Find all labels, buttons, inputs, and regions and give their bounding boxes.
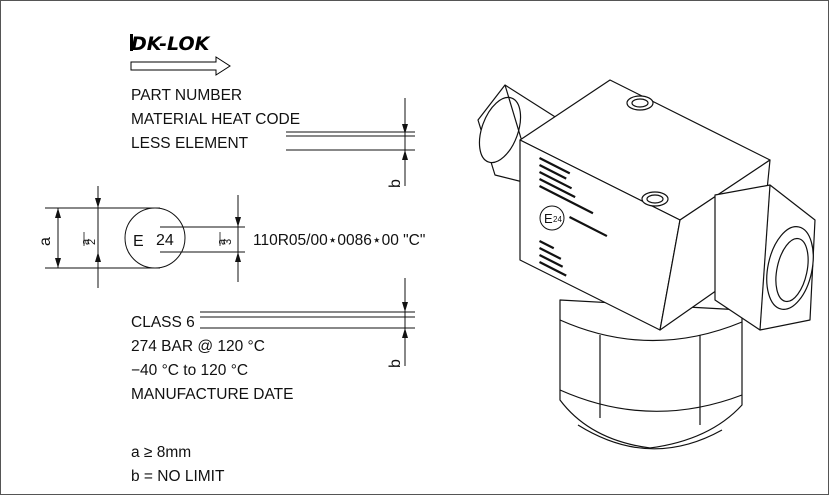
dimension-b-top: b [387,179,404,188]
approval-symbol-letter: E [133,233,144,250]
dimension-arrow [402,150,408,160]
fraction-a-half: a 2 [80,232,98,246]
right-port-inner [775,237,809,303]
stamp-line [539,254,564,268]
bonnet-body [559,299,743,449]
approval-code: 110R05/00⋆0086⋆00 "C" [253,232,425,249]
bonnet-edge [559,319,743,342]
fraction-numerator: a [80,238,92,245]
part-stamp-letter: E [544,211,553,226]
stamp-line [539,177,576,199]
marking-block-bottom: CLASS 6 274 BAR @ 120 °C −40 °C to 120 °… [131,278,415,403]
bonnet-chamfer [577,424,723,450]
fraction-denominator: 2 [86,239,98,245]
part-stamp-circle [539,205,565,231]
fraction-a-third: a 3 [216,232,234,246]
marking-block-top: PART NUMBER MATERIAL HEAT CODE LESS ELEM… [131,87,415,188]
stamp-line [539,164,567,180]
fraction-numerator: a [216,238,228,245]
dimension-arrow [55,258,61,268]
marking-block-middle: a a 2 E 24 a 3 110R05/00⋆0086⋆00 "C" [37,186,425,288]
label-material-heat-code: MATERIAL HEAT CODE [131,111,300,128]
label-manufacture-date: MANUFACTURE DATE [131,386,293,403]
filter-body-illustration: E 24 [477,79,816,450]
brand-logo: DK-LOK [130,33,231,76]
part-stamp-number: 24 [553,215,562,224]
label-part-number: PART NUMBER [131,87,242,104]
bonnet-edge [559,389,743,412]
label-temperature: −40 °C to 120 °C [131,362,248,379]
part-stamp: E 24 [539,157,608,277]
label-class: CLASS 6 [131,314,195,331]
dimension-arrow [402,302,408,312]
label-pressure: 274 BAR @ 120 °C [131,338,265,355]
dimension-arrow [402,124,408,134]
dimension-arrow [235,252,241,262]
approval-symbol-number: 24 [156,232,174,249]
approval-symbol-circle [124,207,186,269]
stamp-line [539,171,573,190]
dimension-b-bottom: b [387,359,404,368]
stamp-line [539,157,571,175]
dimension-arrow [55,208,61,218]
top-hole-inner [646,194,664,204]
brand-logo-mark [130,34,133,51]
stamp-line [539,184,594,215]
stamp-line [539,240,555,250]
arrow-right-icon [130,56,231,76]
label-less-element: LESS ELEMENT [131,135,249,152]
left-port [478,96,522,164]
stamp-line [539,247,562,260]
dimension-arrow [235,217,241,227]
stamp-line [569,215,608,238]
dimension-arrow [95,198,101,208]
brand-logo-text: DK-LOK [131,33,211,55]
right-nut-facet [759,184,771,331]
dimension-arrow [95,252,101,262]
dimension-a: a [37,237,54,246]
note-a-minimum: a ≥ 8mm [131,444,191,461]
stamp-line [539,260,567,277]
notes: a ≥ 8mm b = NO LIMIT [131,444,225,485]
top-hole-inner [631,98,649,108]
note-b-limit: b = NO LIMIT [131,468,225,485]
dimension-arrow [402,328,408,338]
fraction-denominator: 3 [222,239,234,245]
